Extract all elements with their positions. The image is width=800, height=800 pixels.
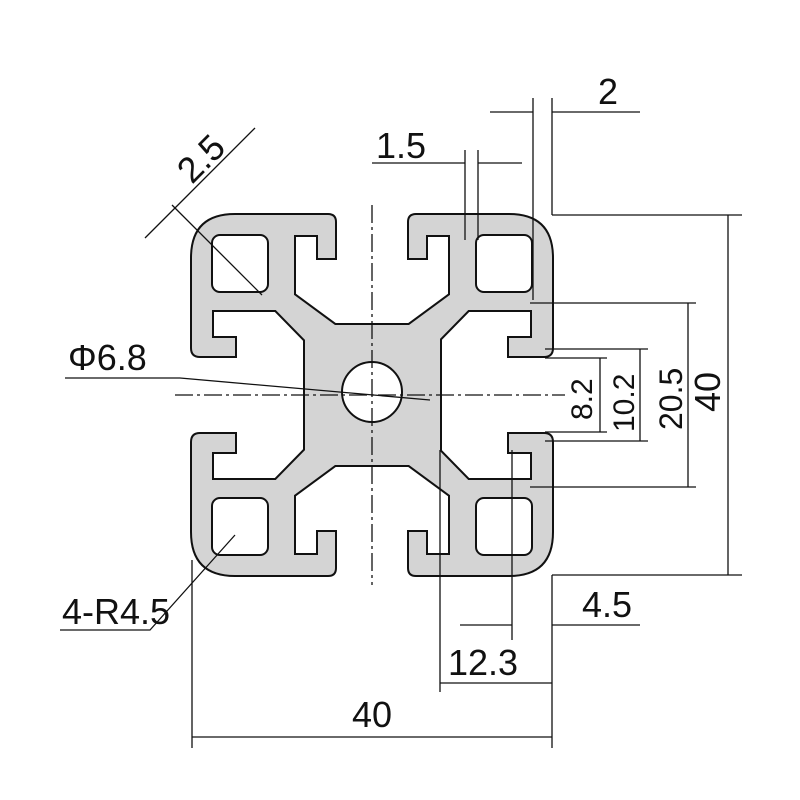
dim-width-40: 40 — [352, 694, 392, 735]
dim-1-5: 1.5 — [376, 125, 426, 166]
dim-phi-6-8: Φ6.8 — [68, 337, 147, 378]
dim-8-2: 8.2 — [566, 378, 599, 420]
dim-12-3: 12.3 — [448, 642, 518, 683]
dim-4-r4-5: 4-R4.5 — [62, 591, 170, 632]
dim-2-5: 2.5 — [169, 126, 233, 190]
dim-height-40: 40 — [687, 372, 728, 412]
dim-2: 2 — [598, 71, 618, 112]
dim-10-2: 10.2 — [608, 374, 641, 432]
dim-4-5: 4.5 — [582, 584, 632, 625]
dimension-lines — [60, 98, 742, 748]
dim-20-5: 20.5 — [653, 368, 689, 430]
